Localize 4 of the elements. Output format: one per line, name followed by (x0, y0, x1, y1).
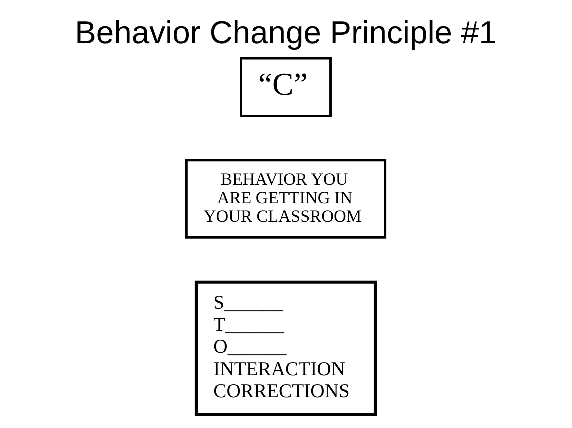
node-box: “C” (240, 57, 332, 118)
node-box: S______ T______ O______ INTERACTION CORRECTIONS (194, 280, 378, 416)
diagram-title: Behavior Change Principle #1 (75, 14, 497, 51)
node-box: BEHAVIOR YOU ARE GETTING IN YOUR CLASSROOM (185, 159, 387, 239)
